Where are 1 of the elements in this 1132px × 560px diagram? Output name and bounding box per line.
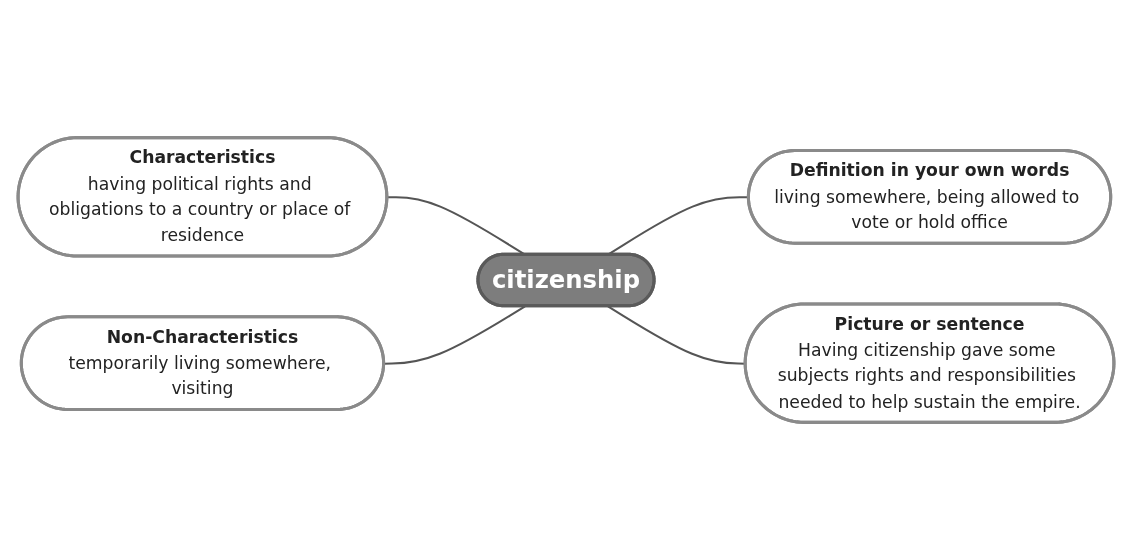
connector [384,305,526,365]
